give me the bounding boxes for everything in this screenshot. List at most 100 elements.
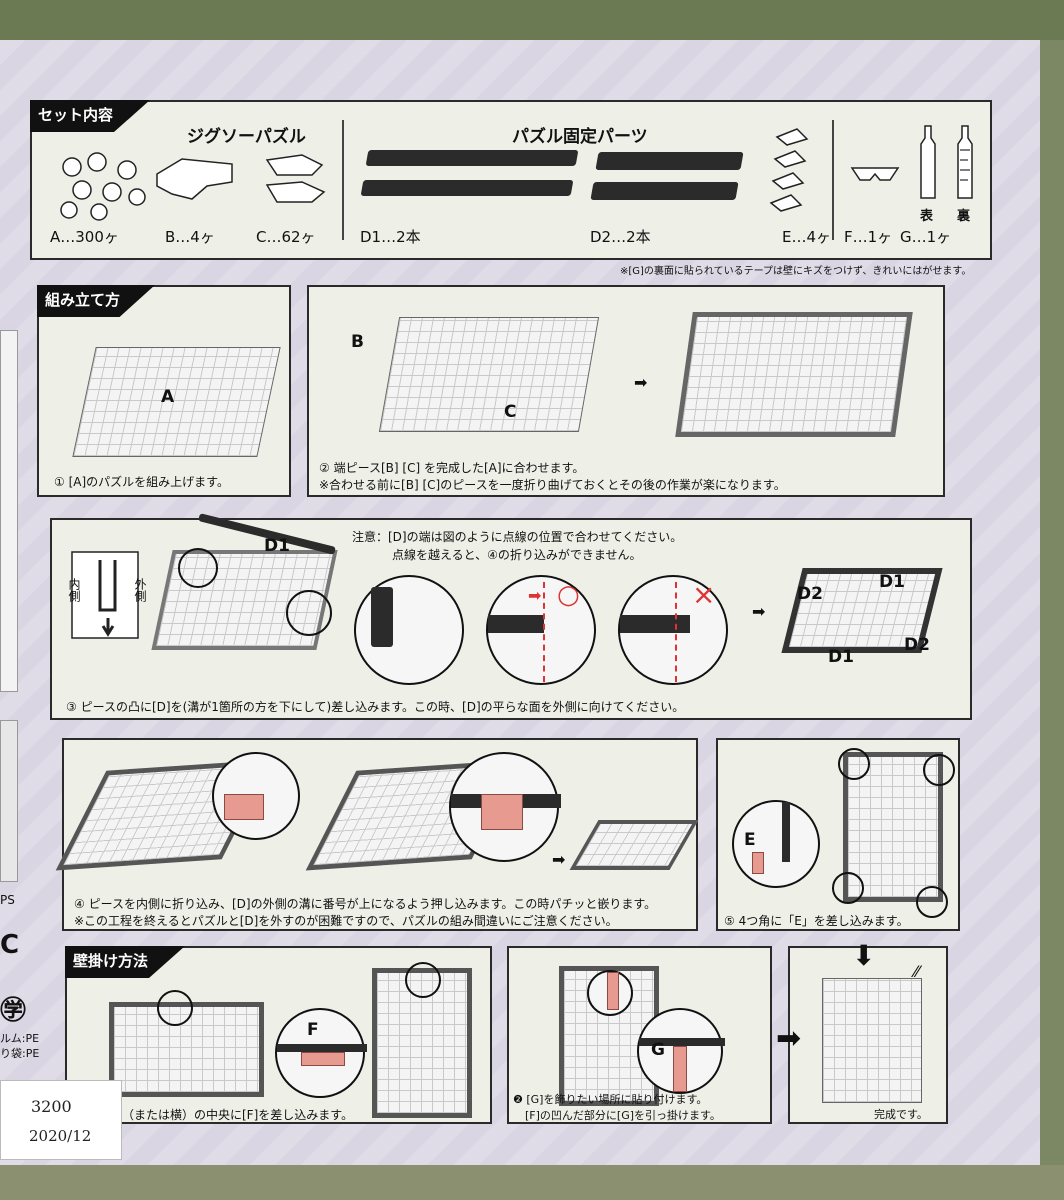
part-d2-bar-2: [590, 182, 739, 200]
frame-d1-top: D1: [879, 572, 905, 592]
ng-mark: ×: [692, 578, 716, 611]
g-top-circle: [587, 970, 633, 1016]
d1-label-a: D1: [264, 536, 290, 556]
hanging-panel-2: G ❷ [G]を飾りたい場所に貼り付けます。 [F]の凹んだ部分に[G]を引っ掛…: [507, 946, 772, 1124]
label-f: F: [307, 1020, 319, 1040]
detail-circle-1: [354, 575, 464, 685]
outer-label: 外側: [133, 578, 147, 602]
right-arrow-icon: ➡: [776, 1021, 802, 1056]
step3-panel: 内側 外側 D1 注意：[D]の端は図のように点線の位置で合わせてください。 点…: [50, 513, 972, 720]
item-f-label: F…1ヶ: [844, 228, 893, 246]
step3-note-1: 注意：[D]の端は図のように点線の位置で合わせてください。: [352, 530, 683, 544]
corner-circle-tl: [838, 748, 870, 780]
frame-d2-right: D2: [904, 635, 930, 655]
landscape-f-circle: [157, 990, 193, 1026]
f-detail-part: [301, 1052, 345, 1066]
step5-caption: ⑤ 4つ角に「E」を差し込みます。: [724, 914, 909, 928]
puzzle-with-edges-image: [378, 317, 600, 432]
hanging-tag: 壁掛け方法: [65, 946, 185, 978]
step3-arrow: ➡: [752, 602, 766, 621]
portrait-f-circle: [405, 962, 441, 998]
g-detail-circle: [637, 1008, 725, 1094]
piece-b-icon: [156, 158, 233, 200]
down-arrow-icon: ⬇: [852, 939, 876, 972]
fold-detail-circle-2: [449, 752, 561, 862]
back-label: 裏: [957, 209, 971, 224]
step4-caption-2: ※この工程を終えるとパズルと[D]を外すのが困難ですので、パズルの組み間違いにご…: [74, 914, 618, 928]
ok-red-arrow: ➡: [528, 586, 542, 605]
frame-d2-left: D2: [797, 584, 823, 604]
assembly-tag: 組み立て方: [37, 285, 155, 317]
part-f-icon: [850, 167, 900, 181]
g-detail-part: [673, 1046, 687, 1092]
step2-panel: B C ➡ ② 端ピース[B] [C] を完成した[A]に合わせます。 ※合わせ…: [307, 285, 945, 497]
fold-piece-pink-1: [224, 794, 264, 820]
puzzle-framed-image: [675, 312, 913, 437]
label-e: E: [744, 830, 756, 850]
puzzle-a-image: [72, 347, 281, 457]
ok-dashed-line: [543, 582, 545, 682]
hanging-panel-1: 壁掛け方法 F （または横）の中央に[F]を差し込みます。: [65, 946, 492, 1124]
corner-d-bar: [782, 802, 790, 862]
inner-label: 内側: [67, 578, 81, 602]
part-d2-bar-1: [595, 152, 744, 170]
piece-c-icon: [265, 154, 326, 203]
contents-panel: セット内容 ジグソーパズル パズル固定パーツ A…300ヶ B…4ヶ C…62ヶ…: [30, 100, 992, 260]
piece-a-icon: [60, 152, 146, 221]
contents-divider-1: [342, 120, 344, 240]
item-a-label: A…300ヶ: [50, 228, 119, 246]
impact-mark-icon: ⁄⁄: [914, 962, 920, 981]
item-e-label: E…4ヶ: [782, 228, 832, 246]
ok-bar: [488, 615, 544, 633]
corner-circle-tr: [923, 754, 955, 786]
label-g: G: [651, 1040, 665, 1060]
front-label: 表: [920, 209, 934, 224]
step2-arrow: ➡: [634, 373, 648, 392]
left-edge-ps: PS: [0, 893, 15, 907]
inner-outer-diagram: [71, 551, 139, 639]
frame-d1-bottom: D1: [828, 647, 854, 667]
ok-mark: ○: [557, 580, 580, 610]
step2-caption-2: ※合わせる前に[B] [C]のピースを一度折り曲げておくとその後の作業が楽になり…: [319, 478, 786, 492]
item-g-label: G…1ヶ: [900, 228, 952, 246]
label-b: B: [351, 332, 364, 352]
hanging-caption-2b: [F]の凹んだ部分に[G]を引っ掛けます。: [525, 1109, 721, 1122]
detail-circle-ng: [618, 575, 728, 685]
left-edge-panel: [0, 330, 18, 692]
part-g-front-icon: [920, 125, 936, 199]
puzzle-complete-image: [822, 978, 922, 1103]
hanging-caption-1: （または横）の中央に[F]を差し込みます。: [122, 1108, 354, 1122]
fold-detail-circle-1: [212, 752, 300, 840]
part-g-back-icon: [957, 125, 973, 199]
item-d2-label: D2…2本: [590, 228, 651, 246]
table-surface: [0, 1165, 1064, 1200]
contents-divider-2: [832, 120, 834, 240]
ng-bar: [620, 615, 690, 633]
puzzle-corner-image: [843, 752, 943, 902]
box-side-shade: [1040, 40, 1064, 1200]
puzzle-fold-done-image: [569, 820, 699, 870]
step3-caption: ③ ピースの凸に[D]を(溝が1箇所の方を下にして)差し込みます。この時、[D]…: [66, 700, 685, 714]
sticker-date: 2020/12: [29, 1127, 92, 1145]
left-edge-bag: り袋:PE: [0, 1047, 40, 1060]
corner-circle-bl: [832, 872, 864, 904]
puzzle-hang-landscape: [109, 1002, 264, 1097]
left-edge-panel-2: [0, 720, 18, 882]
f-detail-bar: [277, 1044, 367, 1052]
g-detail-bar: [639, 1038, 725, 1046]
step4-arrow: ➡: [552, 850, 566, 869]
hanging-panel-3: ⬇ ⁄⁄ 完成です。: [788, 942, 948, 1124]
price-sticker: 3200 2020/12: [0, 1080, 122, 1160]
done-label: 完成です。: [874, 1108, 928, 1121]
zoom-circle-1: [178, 548, 218, 588]
hanging-caption-2a: ❷ [G]を飾りたい場所に貼り付けます。: [513, 1093, 708, 1106]
left-edge-c: C: [0, 930, 20, 960]
step4-caption-1: ④ ピースを内側に折り込み、[D]の外側の溝に番号が上になるよう押し込みます。こ…: [74, 897, 657, 911]
f-detail-circle: [275, 1008, 367, 1098]
item-c-label: C…62ヶ: [256, 228, 316, 246]
step3-note-2: 点線を越えると、④の折り込みができません。: [392, 548, 642, 562]
corner-part-e: [752, 852, 764, 874]
step1-caption: ① [A]のパズルを組み上げます。: [54, 475, 229, 489]
sticker-price: 3200: [31, 1097, 72, 1116]
zoom-circle-2: [286, 590, 332, 636]
